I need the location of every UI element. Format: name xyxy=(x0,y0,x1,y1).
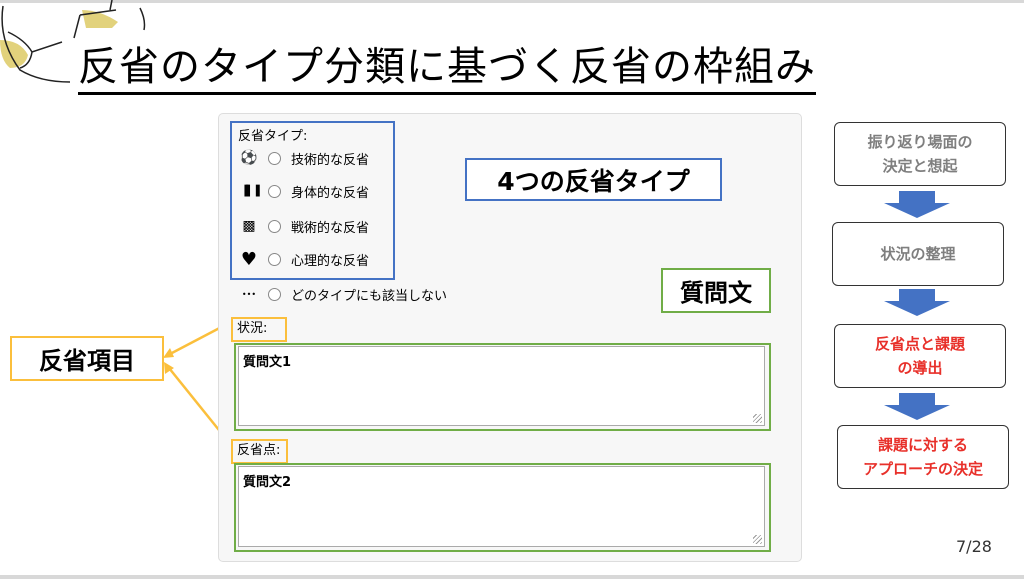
flow-step-text: 反省点と課題 xyxy=(874,335,965,353)
flow-step-text: アプローチの決定 xyxy=(862,460,983,478)
radio-button[interactable] xyxy=(268,252,281,266)
checkerboard-icon: ▩ xyxy=(242,218,256,234)
flow-arrows xyxy=(884,191,950,420)
flow-step-text: 決定と想起 xyxy=(882,157,958,175)
option-label: 技術的な反省 xyxy=(291,152,370,168)
callout-reflection-items: 反省項目 xyxy=(10,336,164,381)
slide-top-edge xyxy=(0,0,1024,3)
radio-button[interactable] xyxy=(268,287,281,301)
ellipsis-icon: ••• xyxy=(241,289,257,299)
situation-label: 状況: xyxy=(231,317,287,342)
callout-question: 質問文 xyxy=(661,268,771,313)
situation-highlight-box xyxy=(234,343,771,431)
flow-arrow-3 xyxy=(884,393,950,420)
flow-step-4: 課題に対するアプローチの決定 xyxy=(837,425,1009,489)
type-option-tactical[interactable]: ▩ 戦術的な反省 xyxy=(238,216,369,236)
type-option-psychological[interactable]: ♥ 心理的な反省 xyxy=(238,248,370,270)
situation-value: 質問文1 xyxy=(243,355,292,370)
radio-button[interactable] xyxy=(268,151,281,165)
flow-step-1: 振り返り場面の決定と想起 xyxy=(834,122,1006,186)
radio-button[interactable] xyxy=(268,219,281,233)
flow-step-2: 状況の整理 xyxy=(832,222,1004,286)
option-label: どのタイプにも該当しない xyxy=(291,288,448,304)
type-option-none[interactable]: ••• どのタイプにも該当しない xyxy=(238,284,447,304)
flow-step-3: 反省点と課題の導出 xyxy=(834,324,1006,388)
flow-arrow-1 xyxy=(884,191,950,218)
reflection-point-value: 質問文2 xyxy=(243,475,292,490)
soccer-ball-icon: ⚽ xyxy=(240,150,258,166)
radio-button[interactable] xyxy=(268,184,281,198)
option-label: 心理的な反省 xyxy=(291,253,370,269)
callout-four-types: 4つの反省タイプ xyxy=(465,158,722,201)
slide-bottom-edge xyxy=(0,575,1024,579)
resize-grip-icon[interactable] xyxy=(753,535,762,544)
soccer-ball-decoration-icon xyxy=(0,0,146,83)
flow-step-text: 振り返り場面の xyxy=(867,133,973,151)
page-number: 7/28 xyxy=(956,537,992,556)
reflection-point-label: 反省点: xyxy=(231,439,288,464)
situation-textarea[interactable]: 質問文1 xyxy=(238,346,765,426)
flow-step-text: 課題に対する xyxy=(877,436,968,454)
slide-title: 反省のタイプ分類に基づく反省の枠組み xyxy=(78,42,816,95)
option-label: 身体的な反省 xyxy=(291,185,370,201)
resize-grip-icon[interactable] xyxy=(753,414,762,423)
flow-step-text: の導出 xyxy=(897,359,943,377)
types-highlight-box xyxy=(230,121,395,280)
flow-arrow-2 xyxy=(884,289,950,316)
option-label: 戦術的な反省 xyxy=(291,220,370,236)
flow-step-text: 状況の整理 xyxy=(880,245,956,263)
reflection-point-textarea[interactable]: 質問文2 xyxy=(238,466,765,547)
dumbbell-icon: ▐▌▐ xyxy=(240,185,259,197)
heart-icon: ♥ xyxy=(240,248,258,270)
reflection-type-label: 反省タイプ: xyxy=(238,129,308,144)
reflection-highlight-box xyxy=(234,463,771,552)
type-option-technical[interactable]: ⚽ 技術的な反省 xyxy=(238,148,369,168)
type-option-physical[interactable]: ▐▌▐ 身体的な反省 xyxy=(238,181,369,201)
